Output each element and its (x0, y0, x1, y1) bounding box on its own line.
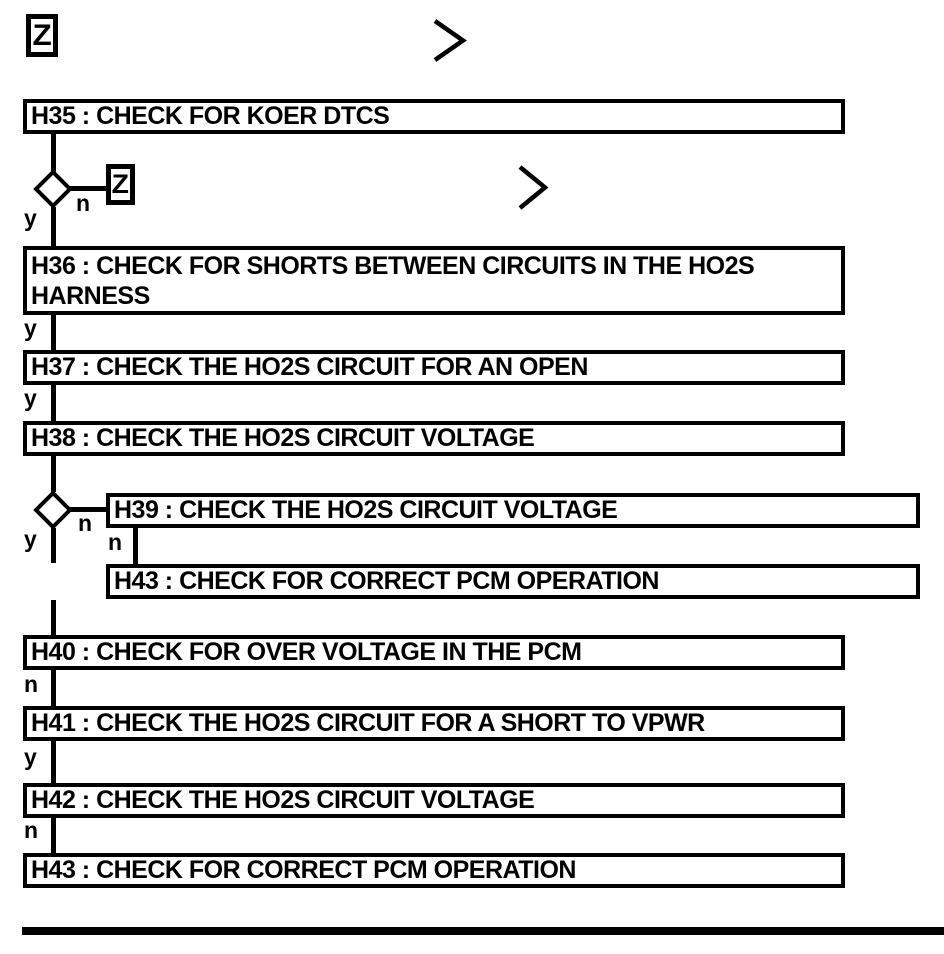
step-box-h43-branch: H43 : CHECK FOR CORRECT PCM OPERATION (106, 564, 920, 599)
connector-line (70, 186, 106, 191)
branch-label-yes: y (24, 744, 37, 770)
connector-line (51, 456, 56, 492)
connector-line (51, 818, 56, 853)
step-box-h43-final: H43 : CHECK FOR CORRECT PCM OPERATION (23, 853, 845, 888)
divider-line (22, 927, 944, 935)
step-box-h35: H35 : CHECK FOR KOER DTCS (23, 99, 845, 134)
z-glyph: Z (32, 18, 52, 52)
branch-label-no: n (76, 190, 90, 216)
connector-line (51, 600, 56, 635)
branch-label-no: n (24, 671, 38, 697)
connector-line (51, 315, 56, 350)
connector-line (51, 134, 56, 172)
z-glyph: Z (111, 169, 130, 199)
decision-diamond-icon (33, 490, 73, 530)
connector-line (51, 670, 56, 706)
connector-line (51, 385, 56, 421)
branch-label-yes: y (24, 205, 37, 231)
connector-line (133, 528, 138, 564)
step-box-h42: H42 : CHECK THE HO2S CIRCUIT VOLTAGE (23, 783, 845, 818)
connector-line (51, 207, 56, 246)
step-box-h39: H39 : CHECK THE HO2S CIRCUIT VOLTAGE (106, 493, 920, 528)
branch-label-yes: y (24, 526, 37, 552)
step-box-h38: H38 : CHECK THE HO2S CIRCUIT VOLTAGE (23, 421, 845, 456)
branch-label-no: n (108, 529, 122, 555)
decision-diamond-icon (33, 169, 73, 209)
step-box-h40: H40 : CHECK FOR OVER VOLTAGE IN THE PCM (23, 635, 845, 670)
connector-line (51, 528, 56, 563)
branch-label-yes: y (24, 385, 37, 411)
off-page-z-connector-icon: Z (106, 164, 135, 205)
off-page-z-connector-icon: Z (26, 14, 58, 57)
step-box-h41: H41 : CHECK THE HO2S CIRCUIT FOR A SHORT… (23, 706, 845, 741)
chevron-right-icon (517, 164, 550, 217)
step-box-h37: H37 : CHECK THE HO2S CIRCUIT FOR AN OPEN (23, 350, 845, 385)
connector-line (70, 507, 106, 512)
branch-label-no: n (78, 510, 92, 536)
connector-line (51, 741, 56, 783)
branch-label-no: n (24, 817, 38, 843)
chevron-right-icon (432, 18, 468, 69)
step-box-h36: H36 : CHECK FOR SHORTS BETWEEN CIRCUITS … (23, 246, 845, 315)
branch-label-yes: y (24, 315, 37, 341)
